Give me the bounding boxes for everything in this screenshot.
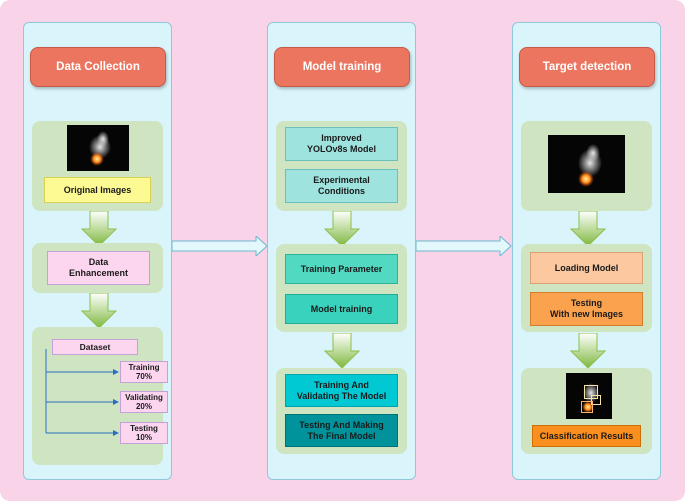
testing-new-line1: Testing	[570, 298, 603, 309]
model-training-header: Model training	[274, 47, 410, 87]
smoke-detection-box-small	[591, 395, 601, 405]
validating-split-value: 20%	[135, 402, 152, 411]
data-enhancement-box: Data Enhancement	[47, 251, 150, 285]
training-split-box: Training 70%	[120, 361, 168, 383]
down-arrow-1	[81, 211, 117, 247]
testing-final-box: Testing And Making The Final Model	[285, 414, 398, 447]
fire-smoke-icon	[89, 131, 111, 166]
fire-detection-box	[581, 401, 593, 413]
experimental-conditions-line1: Experimental	[313, 175, 370, 186]
training-split-value: 70%	[135, 372, 152, 381]
validating-split-box: Validating 20%	[120, 391, 168, 413]
training-validating-line1: Training And	[314, 379, 369, 390]
loading-model-box: Loading Model	[530, 252, 643, 284]
original-images-panel: Original Images	[32, 121, 163, 211]
test-image-thumbnail	[548, 135, 625, 193]
input-image-panel	[521, 121, 652, 211]
original-images-box: Original Images	[44, 177, 151, 203]
dataset-box: Dataset	[52, 339, 138, 355]
testing-new-images-box: Testing With new Images	[530, 292, 643, 326]
target-detection-header: Target detection	[519, 47, 655, 87]
improved-model-line1: Improved	[321, 133, 362, 144]
training-parameter-box: Training Parameter	[285, 254, 398, 284]
model-training-column: Model training Improved YOLOv8s Model Ex…	[267, 22, 416, 480]
testing-split-label: Testing	[130, 423, 158, 433]
training-validating-box: Training And Validating The Model	[285, 374, 398, 407]
testing-split-box: Testing 10%	[120, 422, 168, 444]
validation-panel: Training And Validating The Model Testin…	[276, 368, 407, 454]
fire-smoke-icon	[578, 144, 602, 187]
training-setup-panel: Training Parameter Model training	[276, 244, 407, 332]
training-parameter-label: Training Parameter	[300, 263, 383, 274]
improved-model-line2: YOLOv8s Model	[306, 144, 377, 154]
data-enhancement-panel: Data Enhancement	[32, 243, 163, 293]
data-enhancement-line1: Data	[88, 257, 109, 268]
dataset-panel: Dataset Training 70% Validating 20% Test…	[32, 327, 168, 465]
dataset-label: Dataset	[79, 341, 111, 352]
testing-final-line2: The Final Model	[307, 430, 376, 441]
testing-new-line2: With new Images	[550, 309, 623, 319]
dataset-connectors	[45, 349, 119, 436]
right-arrow-2	[416, 236, 512, 256]
fire-smoke-thumbnail	[67, 125, 129, 171]
model-setup-panel: Improved YOLOv8s Model Experimental Cond…	[276, 121, 407, 211]
data-enhancement-line2: Enhancement	[68, 268, 128, 278]
model-training-box: Model training	[285, 294, 398, 324]
right-arrow-1	[172, 236, 268, 256]
experimental-conditions-line2: Conditions	[318, 186, 365, 196]
down-arrow-4	[324, 333, 360, 369]
down-arrow-2	[81, 293, 117, 329]
model-testing-panel: Loading Model Testing With new Images	[521, 244, 652, 332]
improved-model-box: Improved YOLOv8s Model	[285, 127, 398, 161]
experimental-conditions-box: Experimental Conditions	[285, 169, 398, 203]
validating-split-label: Validating	[125, 392, 163, 402]
model-training-label: Model training	[310, 303, 373, 314]
down-arrow-3	[324, 211, 360, 247]
data-collection-header: Data Collection	[30, 47, 166, 87]
loading-model-label: Loading Model	[554, 262, 619, 273]
original-images-label: Original Images	[63, 184, 132, 195]
training-validating-line2: Validating The Model	[296, 390, 387, 401]
down-arrow-6	[570, 333, 606, 369]
results-panel: Classification Results	[521, 368, 652, 454]
down-arrow-5	[570, 211, 606, 247]
target-detection-column: Target detection Loading Model Testing W…	[512, 22, 661, 480]
testing-final-line1: Testing And Making	[299, 419, 384, 430]
classification-results-label: Classification Results	[539, 430, 634, 441]
detection-result-thumbnail	[566, 373, 612, 419]
classification-results-box: Classification Results	[532, 425, 641, 447]
data-collection-column: Data Collection Original Images Data Enh…	[23, 22, 172, 480]
testing-split-value: 10%	[135, 433, 152, 442]
training-split-label: Training	[128, 362, 160, 372]
